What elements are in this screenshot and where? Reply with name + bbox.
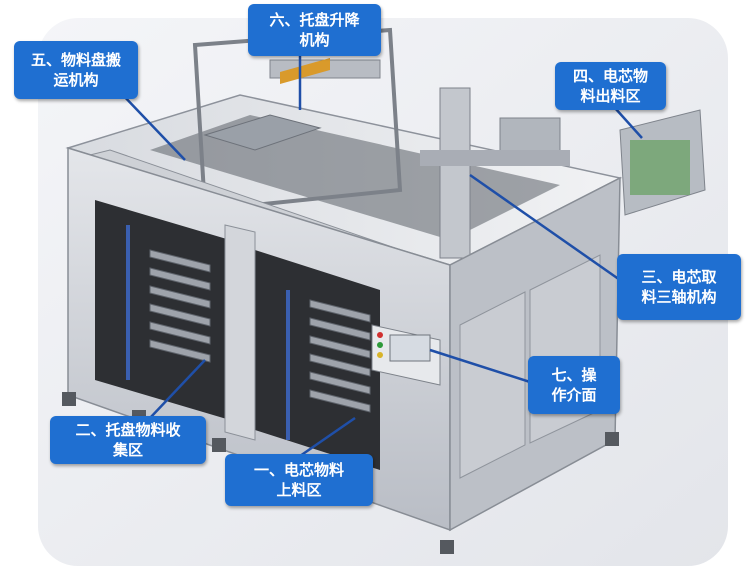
callout-tray-transport-mechanism: 五、物料盘搬 运机构 (14, 41, 138, 99)
callout-tray-lift-mechanism: 六、托盘升降 机构 (248, 4, 381, 56)
output-green-boards (630, 140, 690, 195)
orange-rail (280, 58, 330, 84)
panel-button-green (377, 342, 383, 348)
hmi-screen (389, 334, 431, 362)
gantry-beam (420, 150, 570, 166)
leader-lines (119, 54, 643, 458)
gantry-vertical (439, 87, 471, 259)
panel-button-red (377, 332, 383, 338)
callout-cell-output-area: 四、电芯物 料出料区 (555, 62, 666, 110)
callout-cell-loading-area: 一、电芯物料 上料区 (225, 454, 373, 506)
cabinet-door-1 (459, 291, 526, 479)
callout-operator-interface: 七、操 作介面 (528, 356, 620, 414)
tray-stack-right (309, 299, 371, 413)
callout-tray-collection-area: 二、托盘物料收 集区 (50, 416, 206, 464)
callout-three-axis-picking-mechanism: 三、电芯取 料三轴机构 (617, 254, 741, 320)
panel-button-yellow (377, 352, 383, 358)
tray-grid-top (203, 114, 322, 151)
center-pillar (224, 224, 256, 441)
tray-stack-left (149, 249, 211, 363)
